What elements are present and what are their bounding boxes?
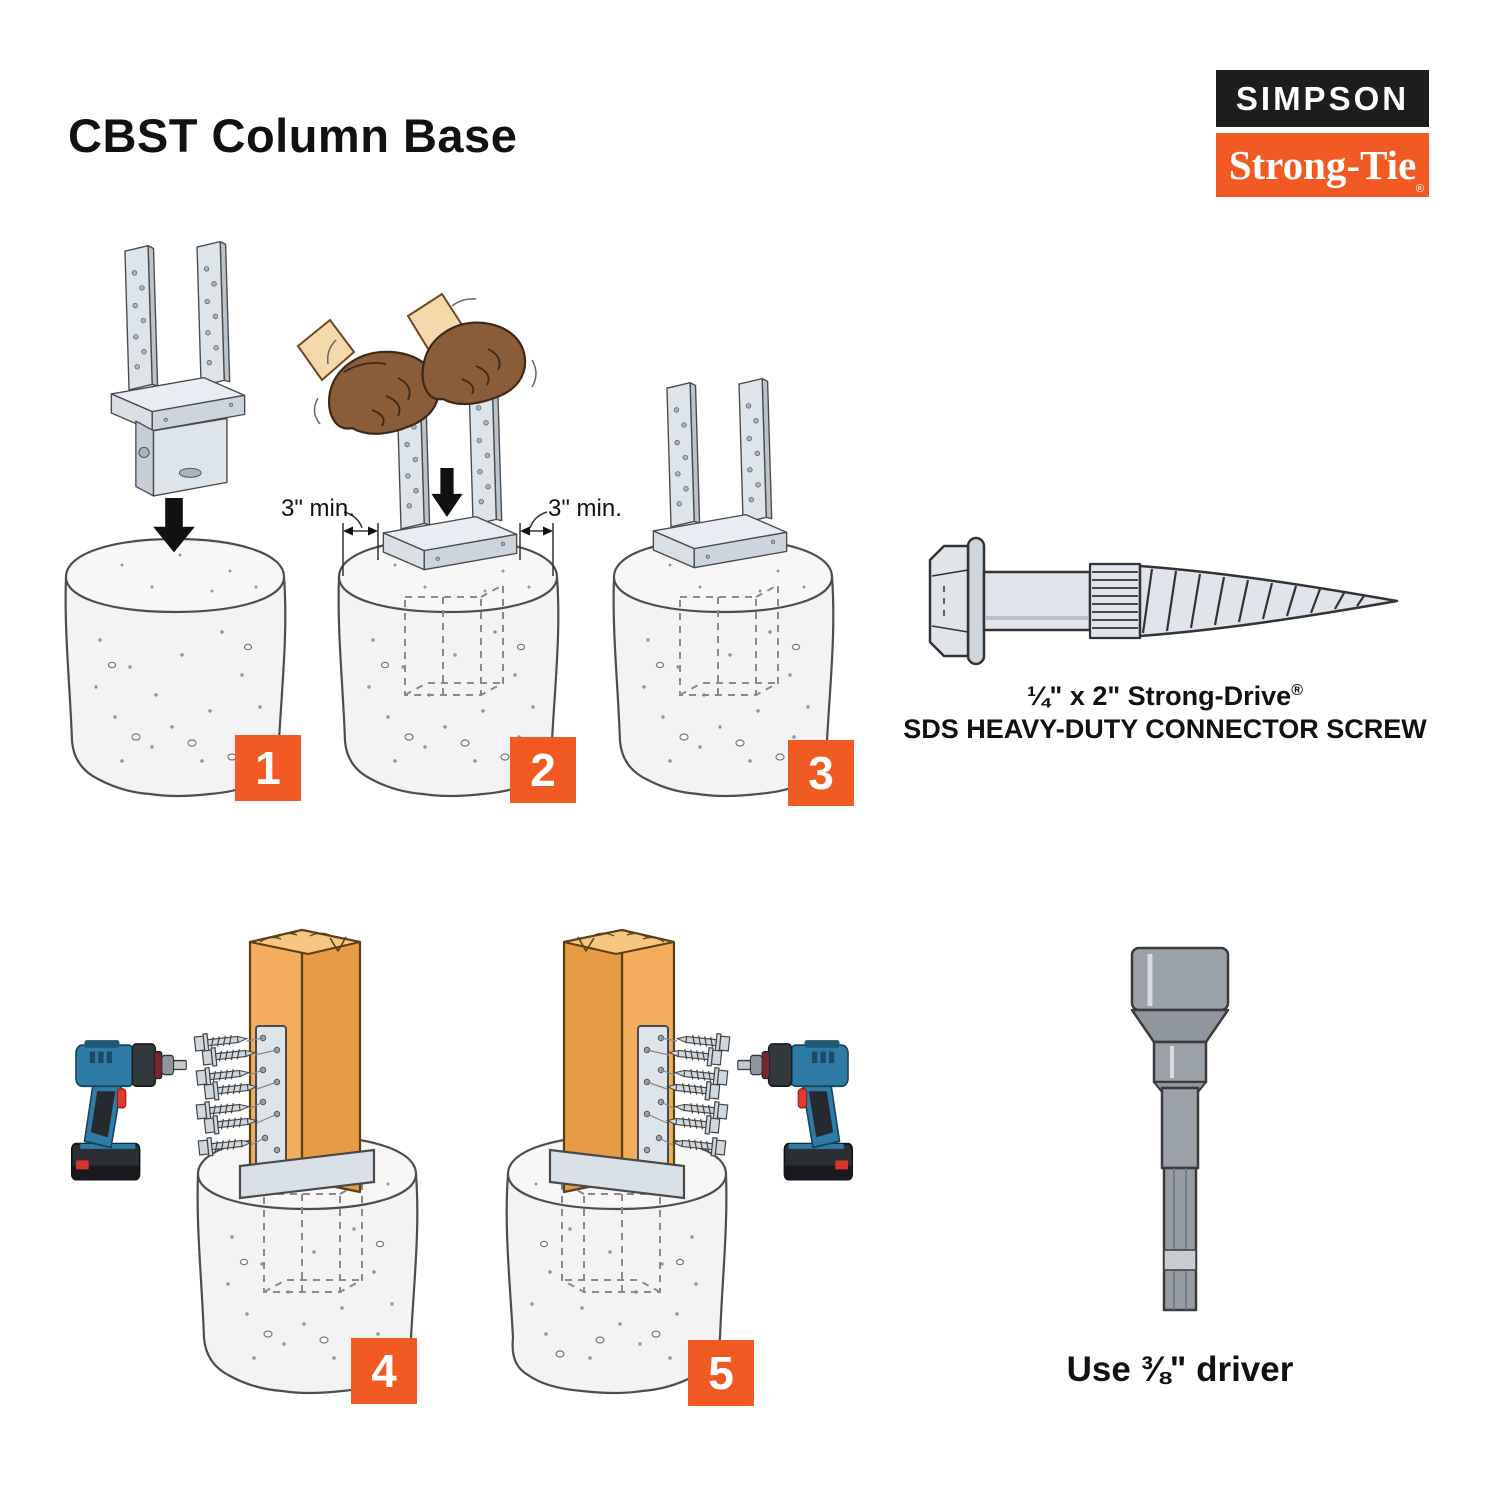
driver-caption: Use ⅜" driver xyxy=(1066,1350,1294,1389)
saw-marks xyxy=(259,929,331,943)
registered-mark: ® xyxy=(1415,183,1424,195)
dimension-arrowheads xyxy=(343,526,553,536)
shank-groove xyxy=(1163,1249,1197,1271)
logo-strong-tie-text: Strong-Tie xyxy=(1228,142,1417,188)
chuck-ring xyxy=(153,1050,163,1080)
seat-plate xyxy=(238,1148,376,1200)
step-3-illustration xyxy=(612,377,835,798)
step-5-illustration xyxy=(507,930,853,1393)
screw-caption-line1: ¼" x 2" Strong-Drive® xyxy=(1027,681,1303,711)
step-badge-2: 2 xyxy=(510,737,576,803)
impact-driver xyxy=(70,1040,187,1181)
v-notch xyxy=(329,936,347,952)
logo-strong-tie: Strong-Tie ® xyxy=(1216,133,1429,197)
nut-driver-illustration xyxy=(1130,946,1230,1312)
screw-threads xyxy=(1141,568,1365,634)
step-badge-3: 3 xyxy=(788,740,854,806)
right-glove xyxy=(421,321,527,406)
page-title: CBST Column Base xyxy=(68,109,518,162)
step-1-illustration xyxy=(64,240,287,798)
hex-shank xyxy=(1162,1166,1198,1312)
socket-head xyxy=(1130,946,1230,1012)
step-badge-4: 4 xyxy=(351,1338,417,1404)
flying-screws xyxy=(193,1029,278,1158)
step-badge-1: 1 xyxy=(235,735,301,801)
bracket-strap xyxy=(255,1025,287,1173)
dimension-label-right: 3" min. xyxy=(548,495,622,522)
knurl-ridges xyxy=(1092,571,1138,629)
brand-logo: SIMPSON Strong-Tie ® xyxy=(1216,70,1429,197)
motion-lines xyxy=(313,298,537,425)
column-base-bracket xyxy=(652,377,788,569)
left-sleeve xyxy=(296,318,356,382)
left-glove xyxy=(328,350,440,435)
strap-screw-holes xyxy=(259,1034,281,1154)
driver-bit xyxy=(172,1059,187,1071)
gloved-hands xyxy=(296,292,537,435)
drill-nose xyxy=(131,1043,157,1087)
drill-body xyxy=(75,1044,136,1088)
step-4-illustration xyxy=(70,928,419,1395)
screw-caption: ¼" x 2" Strong-Drive® SDS HEAVY-DUTY CON… xyxy=(880,674,1450,746)
trigger xyxy=(116,1088,127,1109)
step-2-illustration xyxy=(296,292,560,798)
connector-screw-illustration xyxy=(928,536,1399,666)
logo-simpson: SIMPSON xyxy=(1216,70,1429,127)
column-base-bracket xyxy=(110,240,246,432)
registered-mark: ® xyxy=(1291,682,1303,699)
bracket-standoff xyxy=(135,417,228,497)
step-badge-5: 5 xyxy=(688,1340,754,1406)
logo-simpson-text: SIMPSON xyxy=(1235,79,1410,117)
dimension-label-left: 3" min. xyxy=(281,495,355,522)
bit-holder xyxy=(161,1054,175,1076)
down-arrow-icon xyxy=(431,468,463,517)
screw-caption-line2: SDS HEAVY-DUTY CONNECTOR SCREW xyxy=(903,714,1427,744)
